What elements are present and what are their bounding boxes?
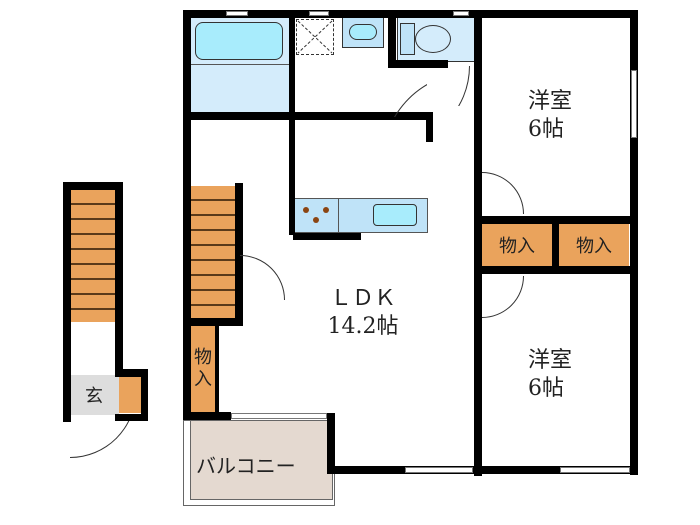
stove-burner-icon bbox=[323, 207, 329, 213]
wall bbox=[63, 182, 71, 422]
wall bbox=[63, 182, 123, 190]
stairs-main bbox=[191, 186, 235, 318]
entrance-label: 玄 bbox=[85, 386, 103, 407]
shoe-storage bbox=[119, 377, 141, 413]
washing-machine-space bbox=[296, 19, 334, 55]
wall bbox=[183, 10, 191, 420]
wall bbox=[552, 216, 559, 274]
storage-top-right bbox=[559, 224, 629, 266]
wall bbox=[115, 414, 148, 421]
toilet-tank bbox=[400, 23, 415, 55]
wall bbox=[183, 412, 231, 420]
balcony-floor bbox=[190, 420, 333, 500]
balcony-label: バルコニー bbox=[196, 454, 296, 478]
wall bbox=[183, 318, 243, 326]
storage-top-left-label: 物入 bbox=[499, 236, 535, 257]
wall bbox=[115, 369, 148, 377]
western-room-1-size: 6帖 bbox=[528, 117, 564, 142]
window bbox=[405, 467, 473, 473]
entrance-floor bbox=[71, 375, 119, 415]
toilet-bowl bbox=[415, 25, 451, 53]
wall bbox=[474, 10, 482, 476]
stairs-left bbox=[71, 190, 115, 322]
window bbox=[453, 11, 469, 16]
wall bbox=[215, 326, 219, 412]
window bbox=[560, 467, 630, 473]
storage-left-label: 物入 bbox=[194, 347, 212, 390]
western-room-2-size: 6帖 bbox=[528, 376, 564, 401]
washbasin-bowl bbox=[349, 24, 377, 40]
window bbox=[226, 11, 248, 16]
wall bbox=[426, 112, 433, 142]
stove-burner-icon bbox=[303, 207, 309, 213]
western-room-1-label: 洋室 6帖 bbox=[528, 88, 572, 144]
kitchen-divider bbox=[338, 198, 339, 233]
wall bbox=[388, 60, 448, 68]
storage-top-left bbox=[482, 224, 552, 266]
window bbox=[309, 11, 329, 16]
wall bbox=[293, 233, 361, 240]
wall bbox=[183, 112, 433, 120]
wall bbox=[183, 10, 638, 18]
kitchen-sink bbox=[373, 204, 417, 226]
storage-left bbox=[191, 326, 215, 412]
stove-burner-icon bbox=[313, 217, 319, 223]
wall bbox=[388, 10, 396, 68]
western-room-2-name: 洋室 bbox=[528, 348, 573, 373]
western-room-1-name: 洋室 bbox=[528, 89, 573, 114]
wall bbox=[327, 413, 335, 474]
wall bbox=[235, 183, 243, 325]
ldk-size: 14.2帖 bbox=[327, 314, 399, 339]
storage-top-right-label: 物入 bbox=[576, 236, 612, 257]
wall bbox=[141, 369, 148, 421]
wall bbox=[335, 466, 638, 474]
bathtub bbox=[195, 22, 283, 60]
window bbox=[231, 413, 327, 419]
western-room-2-label: 洋室 6帖 bbox=[528, 347, 572, 403]
bath-divider bbox=[191, 64, 289, 65]
window bbox=[631, 70, 637, 138]
washing-machine-cross-icon bbox=[297, 20, 333, 54]
wall bbox=[289, 10, 295, 235]
ldk-name: ＬＤＫ bbox=[329, 286, 396, 311]
wall bbox=[630, 10, 638, 475]
ldk-label: ＬＤＫ 14.2帖 bbox=[313, 285, 413, 341]
wall bbox=[115, 182, 123, 377]
